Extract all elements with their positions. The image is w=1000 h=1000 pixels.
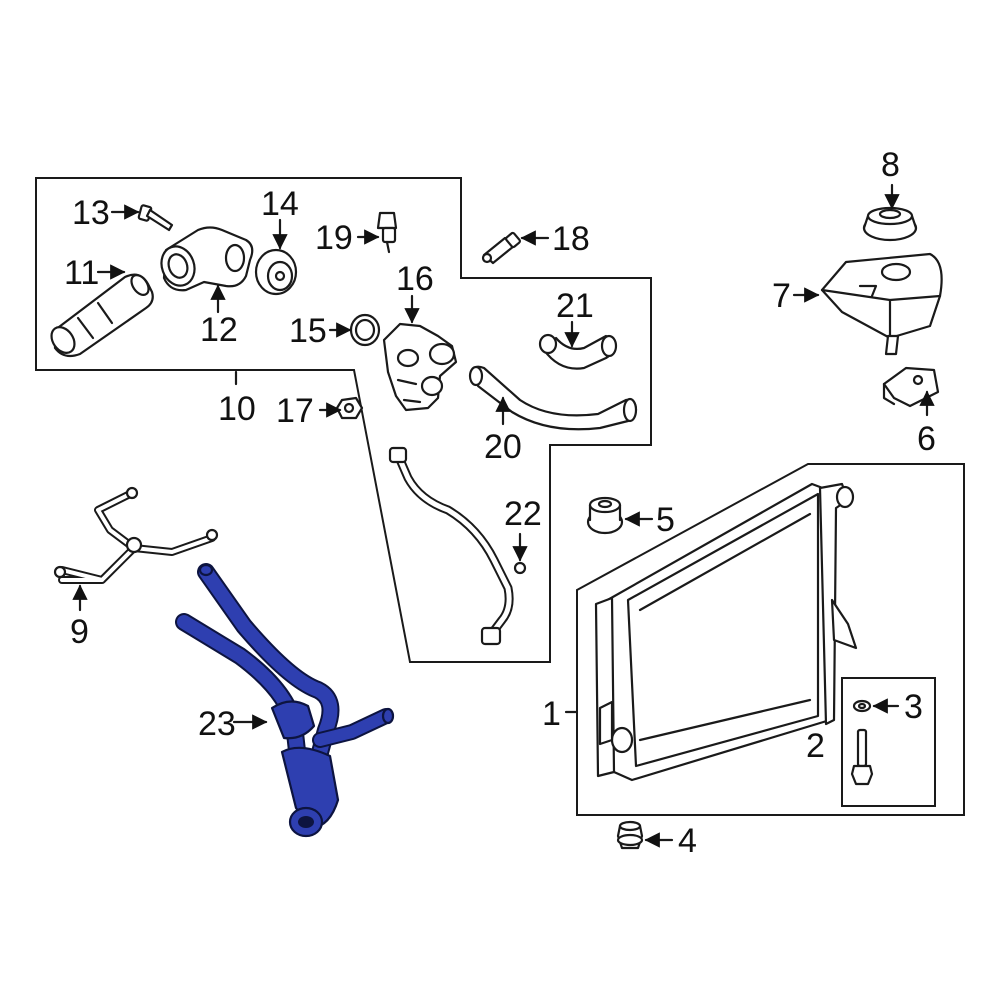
callout-22: 22 (504, 495, 542, 533)
callout-7: 7 (772, 277, 791, 315)
callout-3: 3 (904, 688, 923, 726)
callout-15: 15 (289, 312, 327, 350)
callout-labels: 1 2 3 4 5 6 7 8 9 10 11 12 13 14 15 16 1… (64, 146, 936, 860)
radiator-1[interactable] (594, 482, 858, 782)
cap-8[interactable] (862, 206, 918, 242)
drain-plug-2[interactable] (850, 728, 874, 786)
callout-4: 4 (678, 822, 697, 860)
sensor-19[interactable] (376, 211, 398, 254)
group-2-box (841, 677, 936, 807)
callout-13: 13 (72, 194, 110, 232)
callout-5: 5 (656, 501, 675, 539)
tube-9[interactable] (53, 486, 219, 584)
thermostat-14[interactable] (254, 248, 298, 296)
group-10-outline (35, 177, 652, 663)
washer-3[interactable] (852, 699, 872, 713)
outlet-housing-12[interactable] (156, 226, 254, 292)
o-ring-15[interactable] (349, 313, 381, 347)
thermostat-housing-16[interactable] (382, 322, 458, 412)
callout-21: 21 (556, 287, 594, 325)
callout-23: 23 (198, 705, 236, 743)
hose-assembly-23[interactable] (175, 563, 395, 838)
callout-11: 11 (64, 254, 99, 292)
callout-9: 9 (70, 613, 89, 651)
callout-12: 12 (200, 311, 238, 349)
bracket-6[interactable] (882, 366, 940, 408)
callout-16: 16 (396, 260, 434, 298)
callout-19: 19 (315, 219, 353, 257)
nut-17[interactable] (335, 396, 364, 420)
insulator-4[interactable] (616, 820, 644, 850)
callout-2: 2 (806, 727, 825, 765)
callout-18: 18 (552, 220, 590, 258)
callout-1: 1 (542, 695, 561, 733)
bleeder-18[interactable] (481, 231, 521, 265)
leader-lines (72, 183, 935, 848)
hose-11[interactable] (47, 272, 154, 358)
callout-8: 8 (881, 146, 900, 184)
tube-22[interactable] (388, 446, 527, 646)
group-1-outline (576, 463, 965, 816)
insulator-5[interactable] (586, 496, 624, 535)
hose-21[interactable] (538, 333, 618, 370)
hose-20[interactable] (468, 365, 638, 431)
callout-20: 20 (484, 428, 522, 466)
callout-10: 10 (218, 390, 256, 428)
callout-6: 6 (917, 420, 936, 458)
callout-17: 17 (276, 392, 314, 430)
bolt-13[interactable] (137, 204, 174, 232)
reservoir-7[interactable] (820, 252, 943, 356)
callout-14: 14 (261, 185, 299, 223)
